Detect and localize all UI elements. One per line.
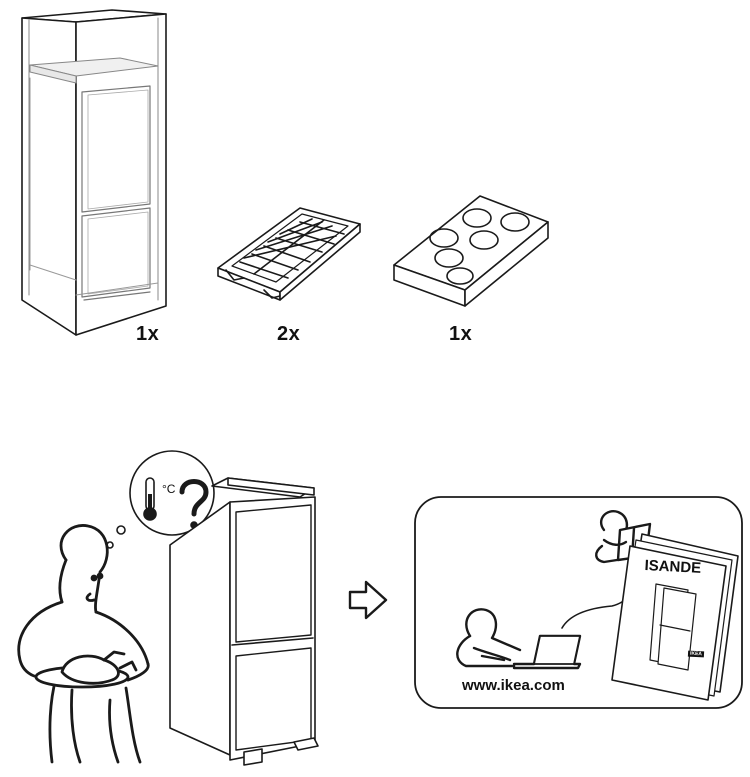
- egg-tray-icon: [393, 195, 549, 307]
- refrigerator-icon: [21, 9, 167, 336]
- website-url: www.ikea.com: [462, 677, 565, 694]
- manual-title: ISANDE: [644, 557, 702, 577]
- question-mark-icon: [179, 479, 209, 529]
- thermometer-icon: [143, 477, 157, 521]
- person-holding-chicken-icon: [17, 524, 150, 764]
- ice-cube-tray-icon: [217, 207, 361, 301]
- temperature-unit-label: °C: [162, 482, 176, 496]
- ice-tray-quantity: 2x: [277, 323, 301, 345]
- built-in-fridge: [169, 477, 319, 766]
- brand-logo: IKEA: [687, 650, 705, 658]
- arrow-right-icon: [348, 580, 388, 620]
- egg-tray-quantity: 1x: [449, 323, 473, 345]
- fridge-quantity: 1x: [136, 323, 160, 345]
- person-with-laptop-icon: [456, 595, 629, 670]
